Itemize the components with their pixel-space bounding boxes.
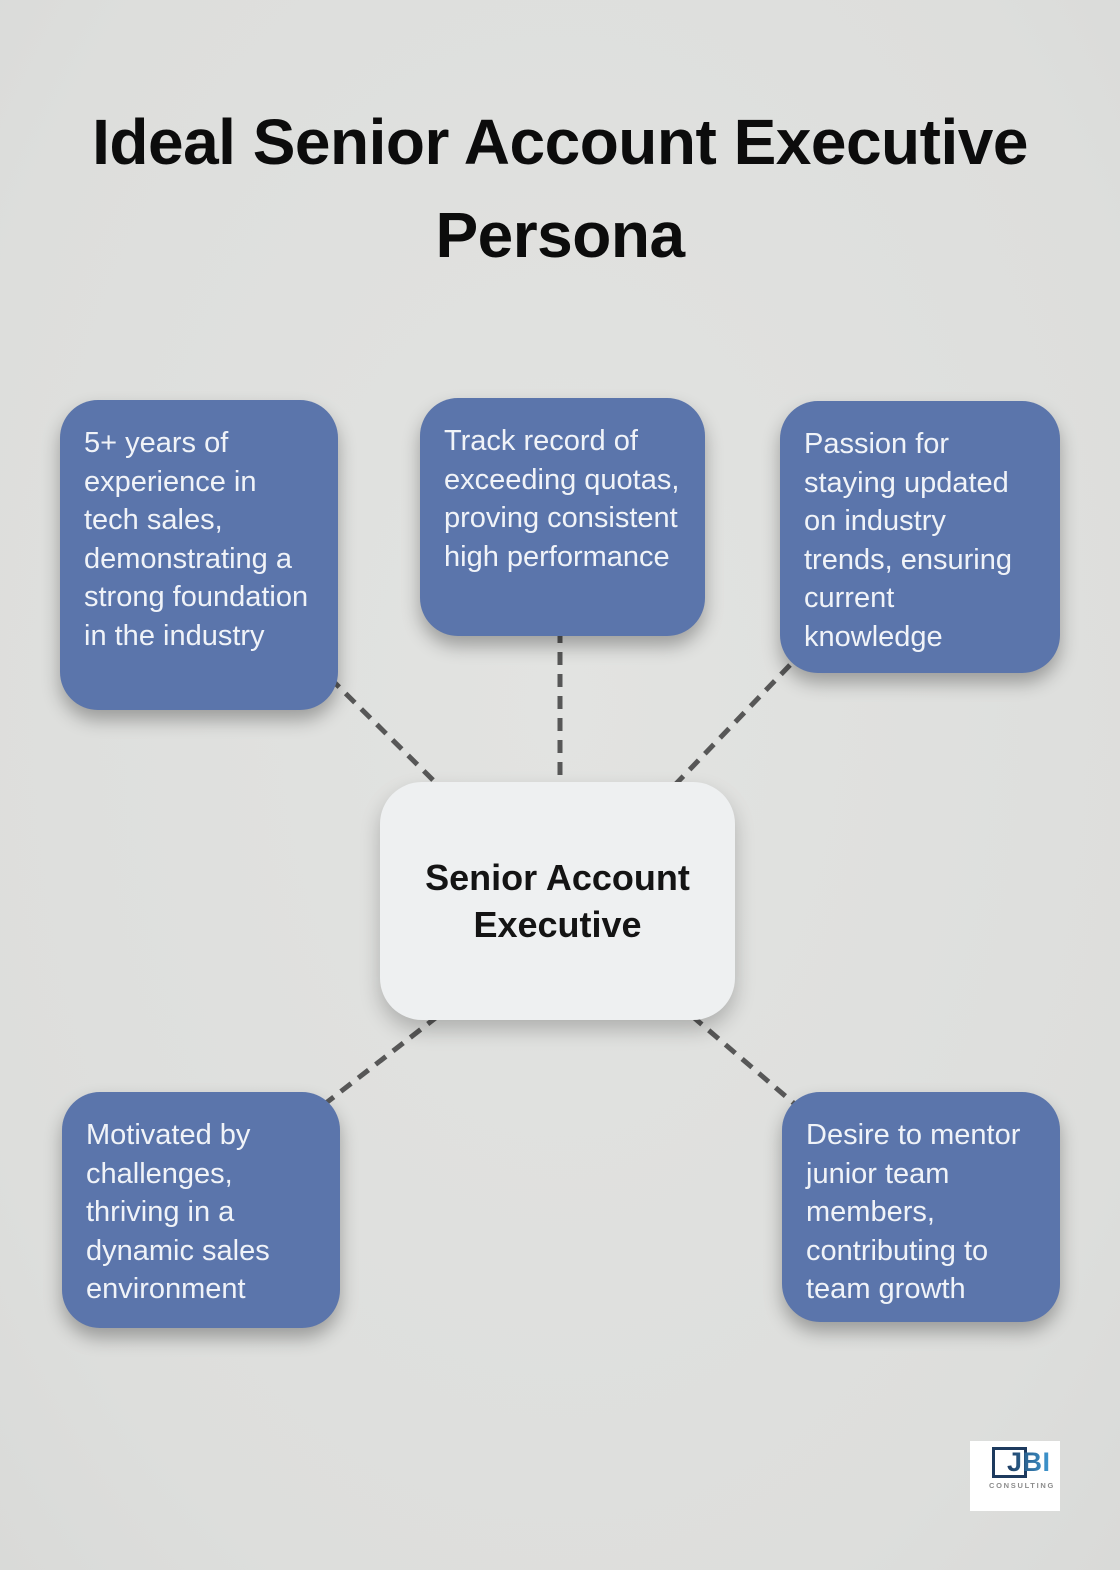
central-node: Senior Account Executive [380,782,735,1020]
logo-square-icon [992,1447,1027,1478]
logo-text: JBI [1007,1447,1051,1477]
logo-subtext: CONSULTING [989,1481,1056,1490]
persona-node-text: 5+ years of experience in tech sales, de… [84,427,309,652]
connector-motivation [324,1014,440,1105]
persona-node-text: Passion for staying updated on industry … [804,428,1012,653]
persona-node-text: Track record of exceeding quotas, provin… [444,425,680,573]
connector-experience [328,676,440,787]
persona-node-industry-trends: Passion for staying updated on industry … [780,401,1060,673]
jbi-logo: JBI CONSULTING [970,1441,1060,1511]
persona-node-text: Motivated by challenges, thriving in a d… [86,1119,270,1305]
page-title: Ideal Senior Account Executive Persona [92,106,1028,271]
persona-node-experience: 5+ years of experience in tech sales, de… [60,400,338,710]
connector-mentorship [690,1014,799,1108]
central-node-label: Senior Account Executive [425,857,690,945]
persona-node-text: Desire to mentor junior team members, co… [806,1119,1021,1305]
persona-node-mentorship: Desire to mentor junior team members, co… [782,1092,1060,1322]
persona-node-motivation: Motivated by challenges, thriving in a d… [62,1092,340,1328]
connector-industry-trends [670,663,792,790]
persona-node-track-record: Track record of exceeding quotas, provin… [420,398,705,636]
